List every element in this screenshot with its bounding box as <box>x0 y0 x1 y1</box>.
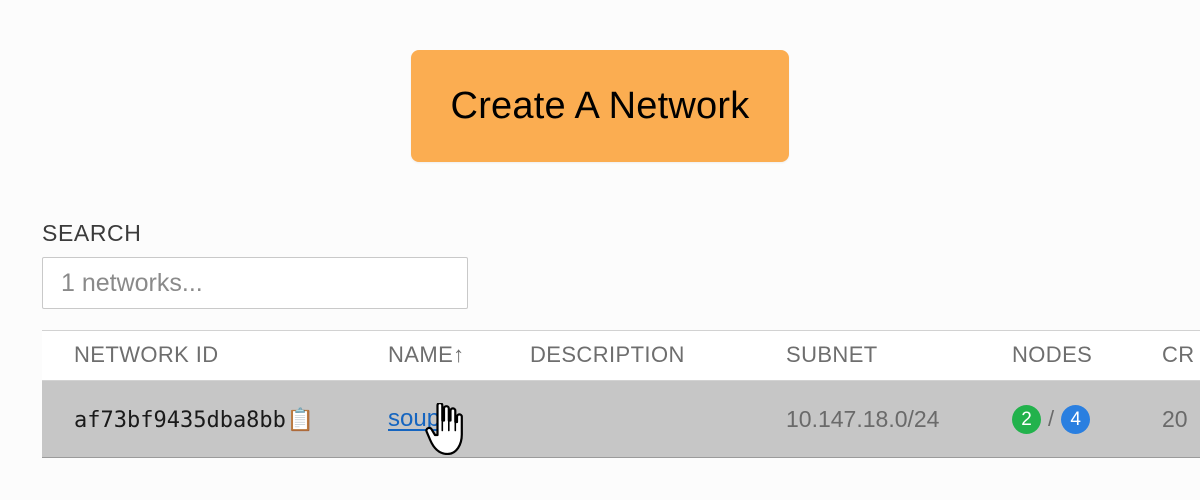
column-header-subnet[interactable]: SUBNET <box>786 330 1012 381</box>
networks-table: NETWORK ID NAME↑ DESCRIPTION SUBNET NODE… <box>42 330 1200 458</box>
cell-subnet: 10.147.18.0/24 <box>786 380 1012 458</box>
network-created-text: 20 <box>1162 405 1188 432</box>
network-name-link[interactable]: soup <box>388 405 441 432</box>
column-header-name[interactable]: NAME↑ <box>388 330 530 381</box>
nodes-separator: / <box>1048 406 1055 432</box>
cell-nodes: 2 /4 <box>1012 380 1162 458</box>
network-subnet-text: 10.147.18.0/24 <box>786 405 940 432</box>
column-header-nodes-label: NODES <box>1012 342 1093 367</box>
nodes-total-badge: 4 <box>1061 404 1091 434</box>
table-header-row: NETWORK ID NAME↑ DESCRIPTION SUBNET NODE… <box>42 330 1200 381</box>
clipboard-copy-icon[interactable]: 📋 <box>286 407 315 433</box>
table-row[interactable]: af73bf9435dba8bb📋 soup 10.147.18.0/24 2 /… <box>42 380 1200 458</box>
column-header-name-label: NAME <box>388 342 454 367</box>
cell-network-id: af73bf9435dba8bb📋 <box>42 380 388 458</box>
search-label: SEARCH <box>42 220 142 246</box>
search-section: SEARCH <box>42 218 468 309</box>
column-header-subnet-label: SUBNET <box>786 342 878 367</box>
create-network-button[interactable]: Create A Network <box>411 50 789 162</box>
cell-name: soup <box>388 380 530 458</box>
column-header-created[interactable]: CR <box>1162 330 1200 381</box>
column-header-network-id[interactable]: NETWORK ID <box>42 330 388 381</box>
table-header: NETWORK ID NAME↑ DESCRIPTION SUBNET NODE… <box>42 330 1200 381</box>
column-header-nodes[interactable]: NODES <box>1012 330 1162 381</box>
table-body: af73bf9435dba8bb📋 soup 10.147.18.0/24 2 /… <box>42 380 1200 458</box>
column-header-description-label: DESCRIPTION <box>530 342 685 367</box>
search-input[interactable] <box>42 257 468 309</box>
cell-created: 20 <box>1162 380 1200 458</box>
column-header-created-label: CR <box>1162 342 1195 367</box>
nodes-online-badge: 2 <box>1012 404 1041 434</box>
column-header-description[interactable]: DESCRIPTION <box>530 330 786 381</box>
network-id-text: af73bf9435dba8bb <box>74 407 286 433</box>
sort-ascending-icon: ↑ <box>453 342 465 367</box>
column-header-network-id-label: NETWORK ID <box>74 342 219 367</box>
cell-description <box>530 380 786 458</box>
